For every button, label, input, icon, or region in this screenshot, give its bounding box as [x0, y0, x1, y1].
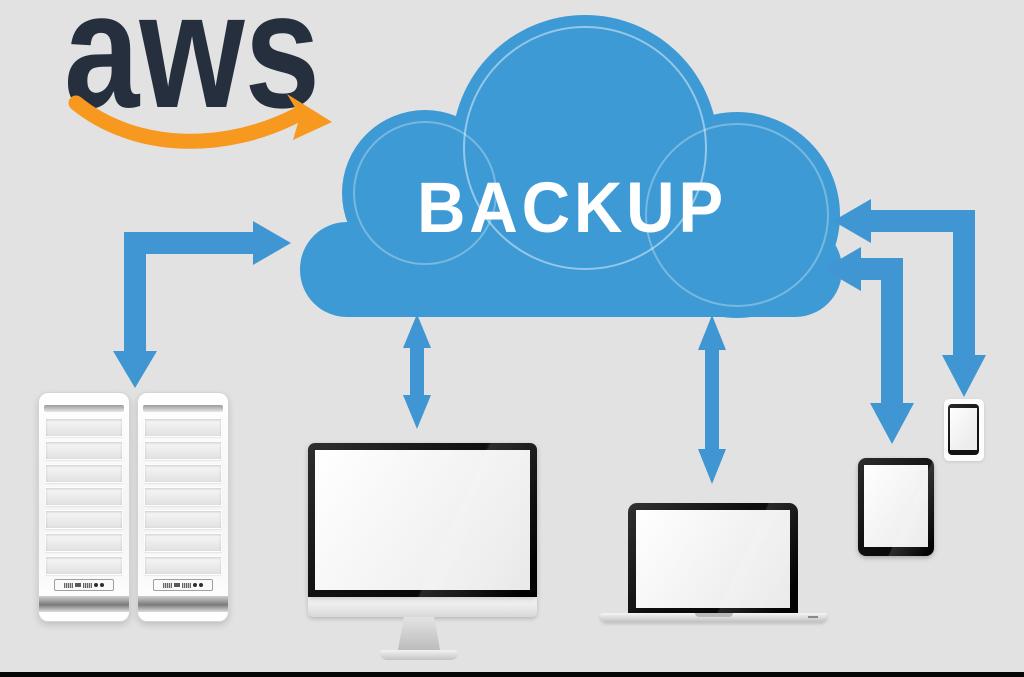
server-rack: [137, 392, 229, 622]
arrow-cloud-smartphone: [833, 199, 986, 397]
panel-drive-slot: [182, 582, 191, 588]
amazon-smile-icon: [68, 94, 332, 149]
drive-bay: [45, 487, 123, 506]
desktop-monitor: [308, 443, 537, 617]
drive-bay: [144, 510, 222, 529]
aws-logo: aws: [64, 0, 332, 149]
panel-led: [100, 583, 104, 587]
panel-button: [75, 583, 81, 587]
laptop-display: [636, 510, 790, 608]
backup-label: BACKUP: [417, 169, 727, 248]
drive-bay: [45, 441, 123, 460]
server-vent: [44, 405, 124, 412]
server-control-panel: [54, 579, 114, 591]
smartphone: [948, 404, 979, 455]
server-vent: [143, 405, 223, 412]
panel-button: [174, 583, 180, 587]
monitor-stand-neck: [398, 617, 440, 650]
drive-bay: [45, 418, 123, 437]
arrow-cloud-monitor: [403, 314, 431, 429]
cloud-inner-outline: [645, 123, 829, 307]
drive-bay: [144, 556, 222, 575]
cloud-body: [300, 222, 842, 317]
laptop: [600, 503, 827, 622]
panel-led: [193, 583, 197, 587]
cloud-inner-outline: [353, 121, 497, 265]
smartphone-screen: [950, 408, 977, 450]
monitor-chin: [308, 597, 537, 617]
monitor-bezel: [308, 443, 537, 597]
tablet: [858, 458, 934, 556]
panel-led: [199, 583, 203, 587]
drive-bay: [45, 533, 123, 552]
laptop-thumb-notch: [694, 613, 733, 617]
drive-bay: [144, 533, 222, 552]
arrow-cloud-laptop: [698, 315, 726, 484]
laptop-port: [808, 616, 818, 618]
drive-bay: [144, 464, 222, 483]
server-foot: [138, 596, 228, 612]
laptop-base: [600, 613, 827, 622]
server-foot: [39, 596, 129, 612]
panel-drive-slot: [163, 582, 172, 588]
arrow-servers-to-cloud: [113, 221, 291, 388]
monitor-screen: [315, 450, 530, 590]
drive-bay: [144, 441, 222, 460]
drive-bay: [144, 487, 222, 506]
tablet-screen: [864, 465, 928, 547]
laptop-screen-bezel: [628, 503, 798, 614]
connection-arrows: [113, 199, 986, 484]
panel-drive-slot: [64, 582, 73, 588]
backup-cloud: BACKUP: [300, 15, 842, 318]
server-control-panel: [153, 579, 213, 591]
monitor-stand-base: [380, 650, 458, 660]
panel-drive-slot: [83, 582, 92, 588]
server-rack: [38, 392, 130, 622]
panel-led: [94, 583, 98, 587]
smartphone-card: [944, 399, 984, 461]
bottom-border-bar: [0, 672, 1024, 677]
drive-bay: [45, 556, 123, 575]
arrow-cloud-tablet: [823, 247, 914, 444]
drive-bay: [144, 418, 222, 437]
drive-bay: [45, 464, 123, 483]
cloud-inner-outline: [463, 26, 707, 270]
drive-bay: [45, 510, 123, 529]
